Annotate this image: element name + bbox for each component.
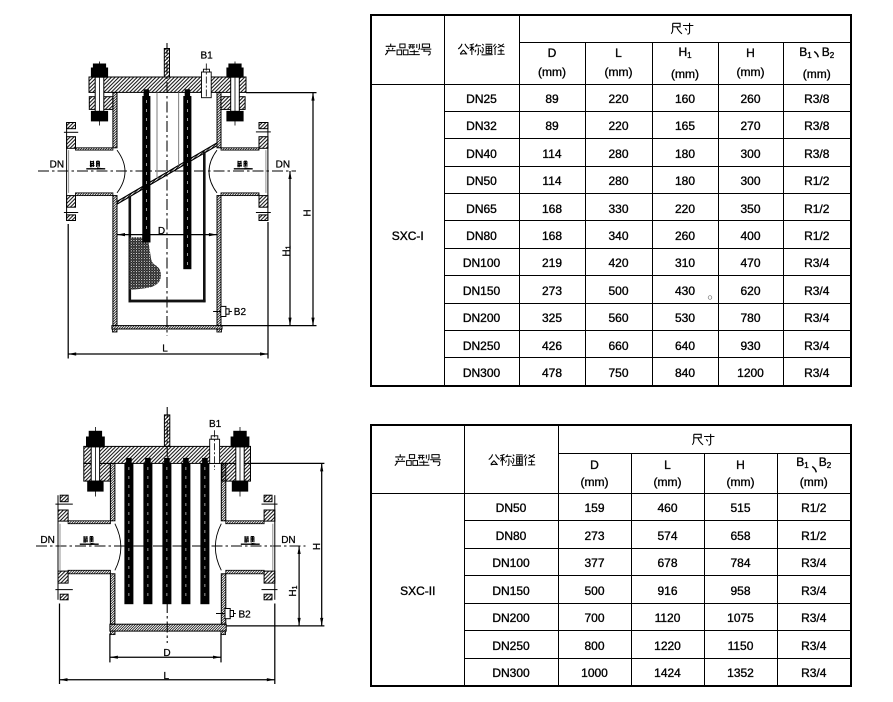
svg-text:D: D <box>158 226 165 237</box>
svg-text:B2: B2 <box>234 307 247 318</box>
svg-text:H: H <box>302 209 313 216</box>
svg-text:B1: B1 <box>209 419 222 430</box>
svg-text:H1: H1 <box>288 585 299 596</box>
svg-text:DN: DN <box>276 160 290 171</box>
svg-text:B1: B1 <box>201 51 214 62</box>
svg-text:H1: H1 <box>281 245 292 256</box>
svg-text:DN: DN <box>50 160 64 171</box>
svg-text:DN: DN <box>281 535 295 546</box>
svg-text:DN: DN <box>40 535 54 546</box>
svg-text:L: L <box>164 671 170 682</box>
svg-text:H: H <box>312 543 323 550</box>
svg-text:L: L <box>162 344 168 355</box>
svg-text:B2: B2 <box>239 610 252 621</box>
svg-text:D: D <box>163 648 170 659</box>
